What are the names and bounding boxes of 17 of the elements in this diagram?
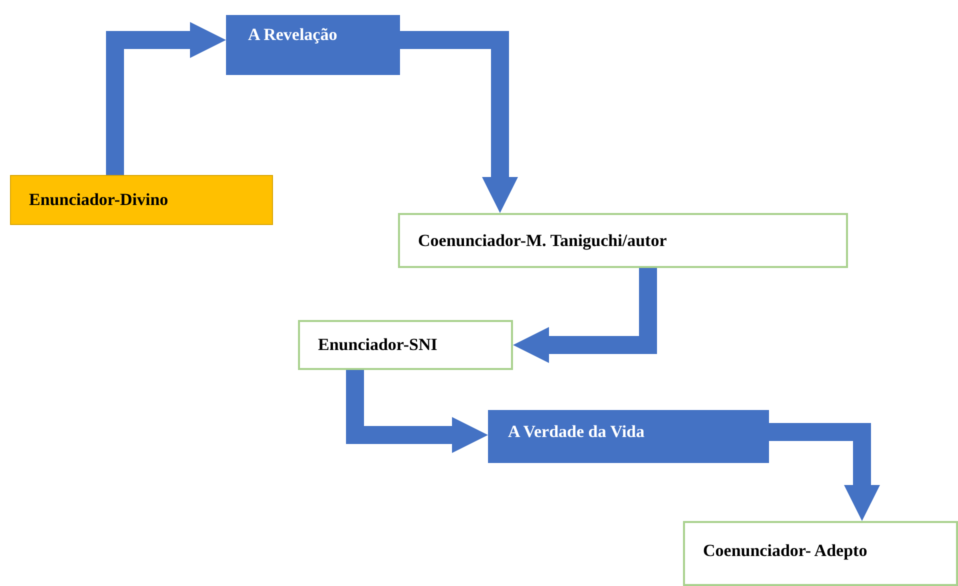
- node-label: Coenunciador- Adepto: [703, 541, 868, 561]
- node-label: Enunciador-Divino: [29, 190, 168, 210]
- node-label: A Revelação: [248, 25, 338, 45]
- node-label: A Verdade da Vida: [508, 422, 645, 442]
- bent-arrow: [400, 31, 518, 213]
- node-label: Enunciador-SNI: [318, 335, 438, 355]
- node-label: Coenunciador-M. Taniguchi/autor: [418, 230, 667, 250]
- process-box: [488, 410, 769, 463]
- bent-arrow: [769, 423, 880, 521]
- process-box: [10, 175, 273, 225]
- bent-arrow: [346, 370, 488, 453]
- process-box: [226, 15, 400, 75]
- bent-arrow: [106, 22, 226, 175]
- bent-arrow: [513, 268, 657, 363]
- process-box: [683, 521, 958, 586]
- process-box: [398, 213, 848, 268]
- process-box: [298, 320, 513, 370]
